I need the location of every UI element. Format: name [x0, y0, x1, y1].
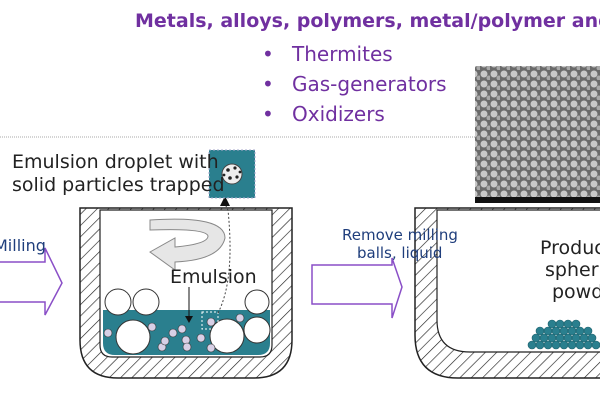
bullet-item: •Thermites: [262, 42, 393, 66]
bullet-item: •Gas-generators: [262, 72, 447, 96]
bullet-text: Gas-generators: [292, 72, 447, 96]
slide-title: Metals, alloys, polymers, metal/polymer …: [135, 10, 600, 32]
milling-jar: [79, 196, 293, 379]
droplet-inset: [208, 149, 256, 199]
product-jar: [414, 207, 600, 379]
remove-label-1: Remove milling: [342, 226, 458, 244]
remove-arrow: [311, 257, 403, 319]
sem-micrograph: [475, 66, 600, 203]
product-label-1: Produc: [540, 237, 600, 259]
droplet-label-1: Emulsion droplet with: [12, 151, 219, 173]
remove-label-2: balls, liquid: [357, 244, 443, 262]
spherical-powder: [527, 319, 600, 350]
milling-arrow: [0, 247, 63, 316]
bullet-text: Oxidizers: [292, 102, 385, 126]
emulsion-label: Emulsion: [170, 266, 257, 288]
product-label-3: powd: [552, 281, 600, 303]
milling-label: Milling: [0, 236, 46, 255]
bullet-text: Thermites: [292, 42, 393, 66]
droplet-label-2: solid particles trapped: [12, 174, 225, 196]
product-label-2: spheri: [545, 259, 600, 281]
bullet-item: •Oxidizers: [262, 102, 385, 126]
rotation-arrow: [149, 218, 226, 271]
